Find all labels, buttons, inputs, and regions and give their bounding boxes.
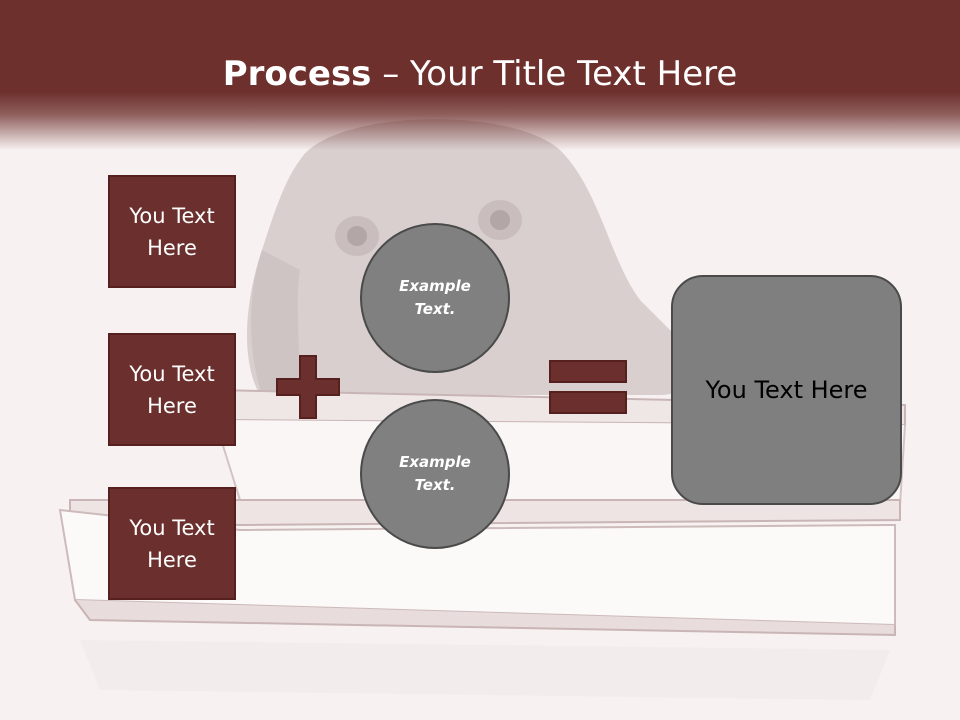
result-box: You Text Here [671, 275, 902, 505]
input-box-2-text: You Text Here [129, 361, 215, 418]
example-circle-2: Example Text. [360, 399, 510, 549]
input-box-3-text: You Text Here [129, 515, 215, 572]
slide-title: Process – Your Title Text Here [0, 52, 960, 96]
header-band: Process – Your Title Text Here [0, 0, 960, 150]
input-box-1: You Text Here [108, 175, 236, 288]
plus-icon [276, 355, 340, 419]
example-circle-2-text: Example Text. [399, 453, 471, 494]
title-bold-text: Process [222, 54, 372, 94]
example-circle-1-text: Example Text. [399, 277, 471, 318]
input-box-3: You Text Here [108, 487, 236, 600]
input-box-1-text: You Text Here [129, 203, 215, 260]
example-circle-1: Example Text. [360, 223, 510, 373]
title-text: – Your Title Text Here [371, 54, 738, 94]
input-box-2: You Text Here [108, 333, 236, 446]
result-box-text: You Text Here [705, 376, 868, 404]
equals-icon [549, 360, 627, 414]
